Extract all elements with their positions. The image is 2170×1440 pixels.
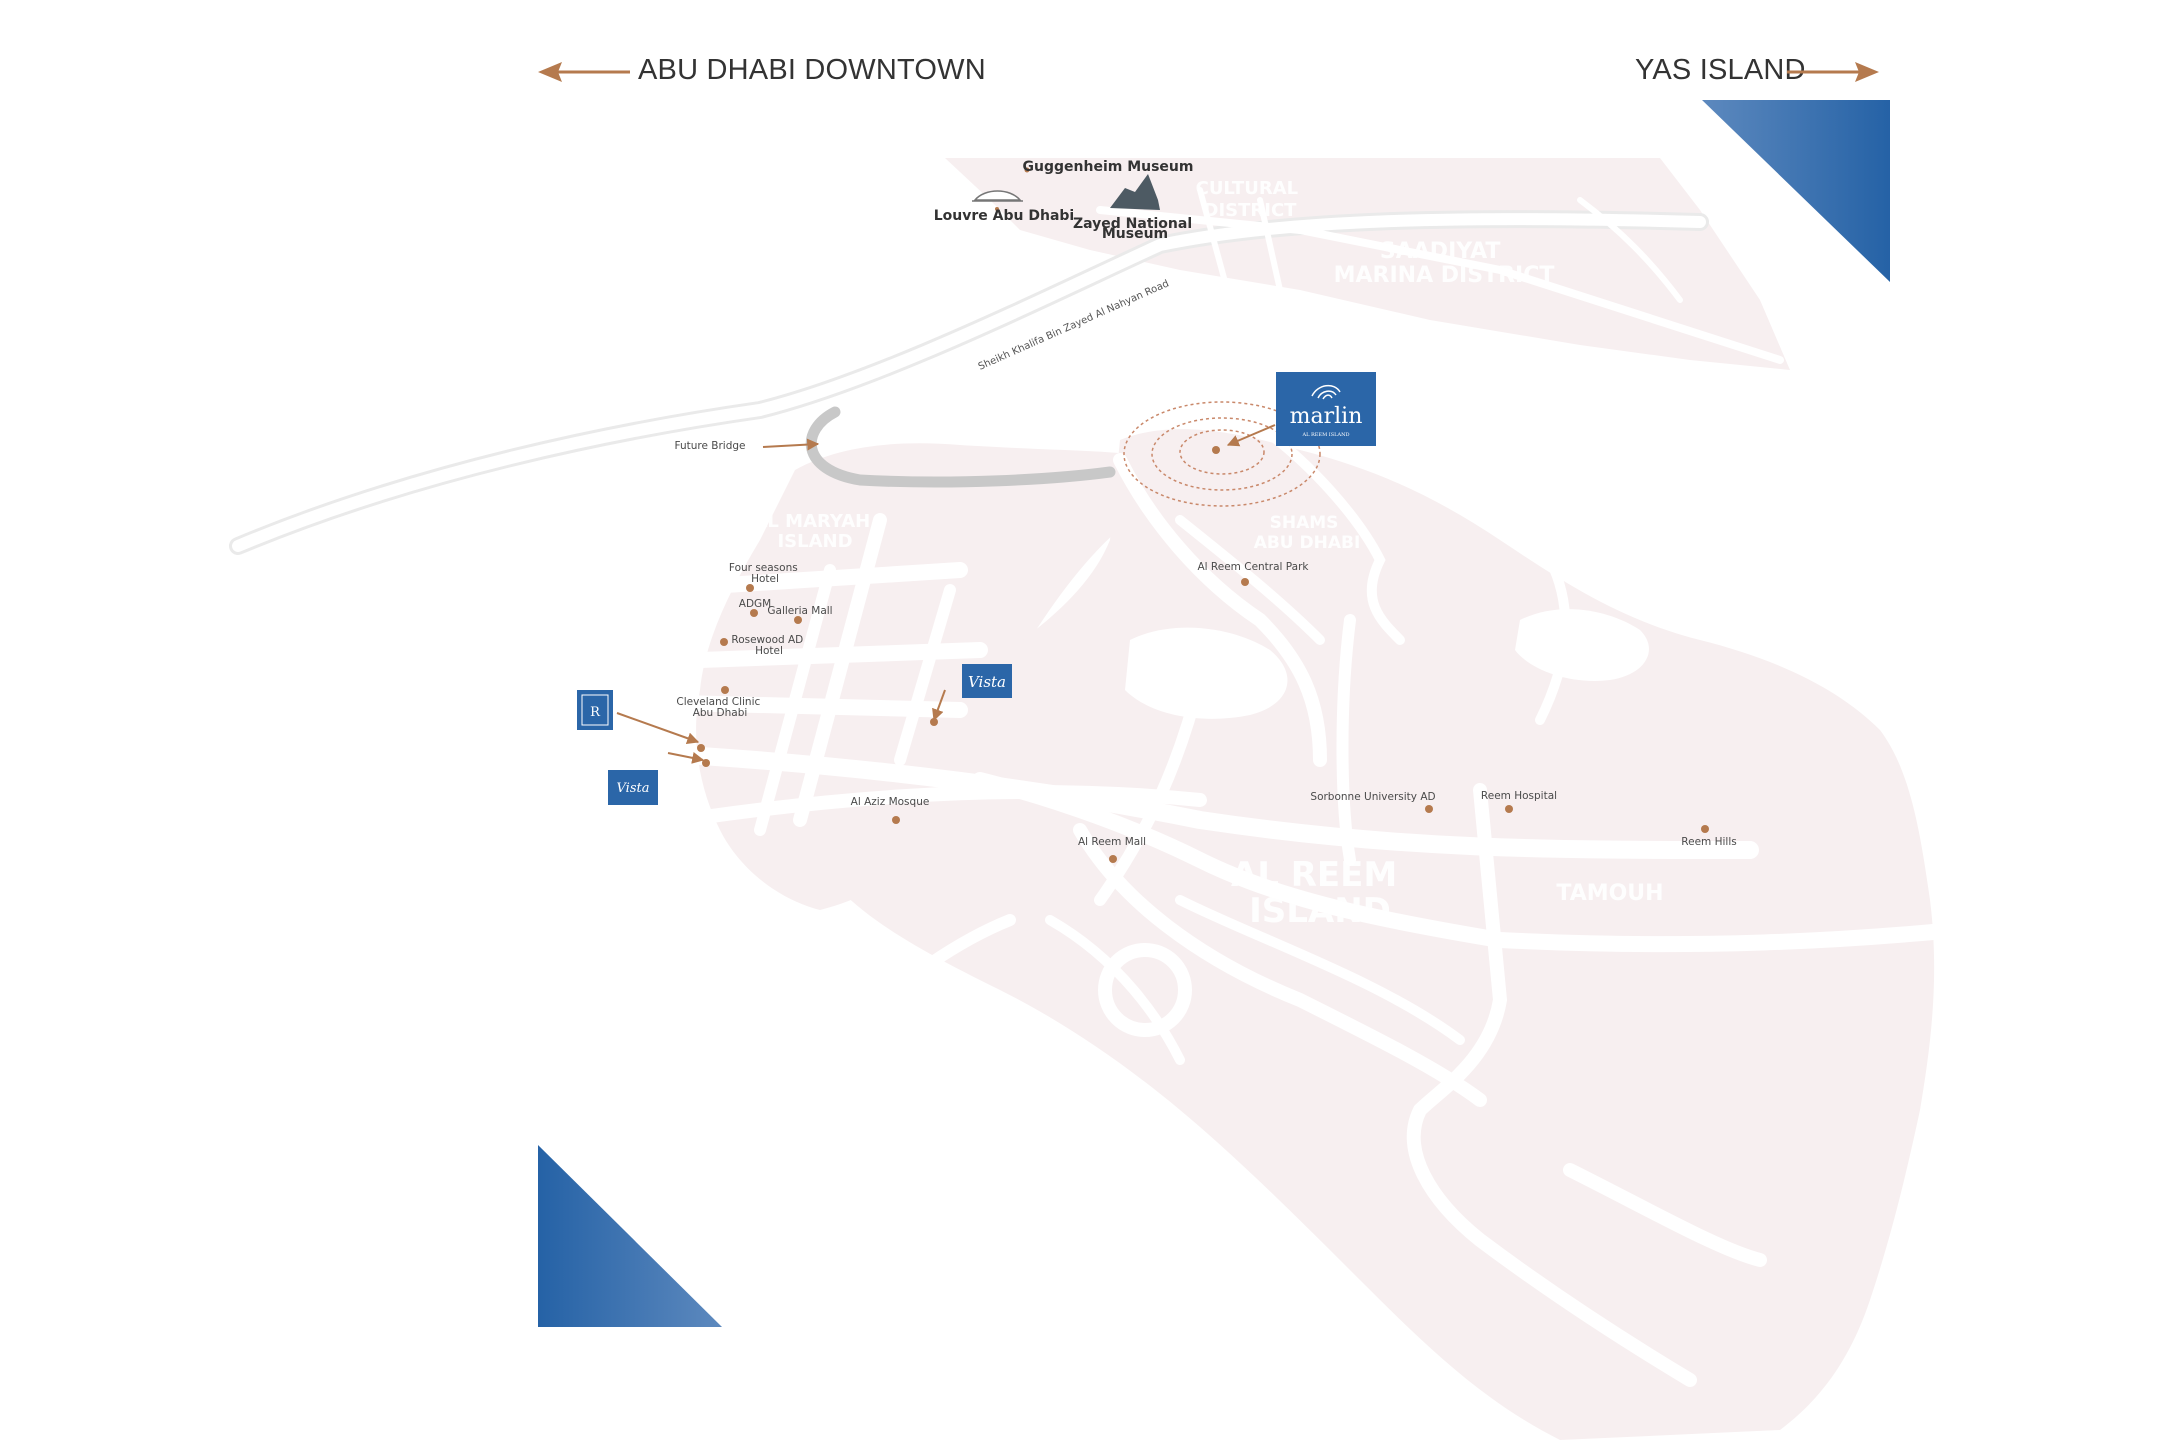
al-reem-land bbox=[825, 429, 1935, 1440]
svg-text:Al Aziz Mosque: Al Aziz Mosque bbox=[851, 796, 930, 808]
marlin-location-dot bbox=[1212, 446, 1220, 454]
svg-text:Reem Hospital: Reem Hospital bbox=[1481, 790, 1557, 802]
poi-sorbonne: Sorbonne University AD bbox=[1310, 791, 1436, 813]
corner-triangle-top-right bbox=[1702, 100, 1890, 282]
svg-text:Reem Hills: Reem Hills bbox=[1681, 836, 1736, 848]
poi-galleria: Galleria Mall bbox=[767, 605, 833, 624]
zayed-museum-icon bbox=[1110, 174, 1160, 210]
vista-small-project-tag[interactable]: Vista bbox=[608, 770, 658, 805]
louvre-dome-icon bbox=[973, 190, 1022, 201]
svg-text:Zayed National Museum: Zayed National Museum bbox=[1073, 216, 1197, 242]
svg-text:AL REEM ISLAND: AL REEM ISLAND bbox=[1301, 432, 1349, 438]
svg-text:R: R bbox=[590, 705, 601, 720]
poi-four-seasons: Four seasons Hotel bbox=[729, 562, 801, 592]
lagoon bbox=[1125, 627, 1288, 719]
r-project-tag[interactable]: R bbox=[577, 690, 613, 730]
poi-rosewood: Rosewood AD Hotel bbox=[720, 634, 806, 657]
future-bridge bbox=[805, 406, 1116, 488]
poi-al-reem-mall: Al Reem Mall bbox=[1078, 836, 1146, 863]
poi-adgm: ADGM bbox=[739, 598, 771, 617]
svg-text:marlin: marlin bbox=[1290, 404, 1363, 429]
svg-text:Galleria Mall: Galleria Mall bbox=[767, 605, 832, 617]
shams-label: SHAMS ABU DHABI bbox=[1254, 513, 1361, 553]
shell-logo-icon bbox=[1311, 384, 1341, 400]
saadiyat-label: SAADIYAT MARINA DISTRICT bbox=[1334, 239, 1555, 288]
cultural-district-label: CULTURAL DISTRICT bbox=[1196, 178, 1305, 221]
svg-text:Vista: Vista bbox=[968, 673, 1006, 691]
poi-al-aziz-mosque: Al Aziz Mosque bbox=[851, 796, 930, 824]
svg-text:Four seasons Hotel: Four seasons Hotel bbox=[729, 562, 801, 585]
poi-reem-hills: Reem Hills bbox=[1681, 825, 1737, 848]
svg-text:Al Reem Mall: Al Reem Mall bbox=[1078, 836, 1146, 848]
louvre-landmark: Louvre Abu Dhabi bbox=[934, 190, 1074, 224]
svg-text:Guggenheim Museum: Guggenheim Museum bbox=[1023, 159, 1194, 175]
left-direction-arrow bbox=[538, 62, 630, 82]
svg-text:Louvre Abu Dhabi: Louvre Abu Dhabi bbox=[934, 208, 1074, 224]
poi-cleveland: Cleveland Clinic Abu Dhabi bbox=[676, 686, 763, 719]
guggenheim-landmark: Guggenheim Museum bbox=[1023, 159, 1194, 175]
svg-text:Vista: Vista bbox=[617, 781, 650, 796]
al-reem-label: AL REEM ISLAND bbox=[1231, 855, 1409, 931]
corner-triangle-bottom-left bbox=[538, 1145, 722, 1327]
abu-dhabi-downtown-label: ABU DHABI DOWNTOWN bbox=[638, 54, 986, 86]
poi-reem-hospital: Reem Hospital bbox=[1481, 790, 1557, 813]
zayed-museum-landmark: Zayed National Museum bbox=[1073, 174, 1197, 242]
svg-text:Al Reem Central Park: Al Reem Central Park bbox=[1197, 561, 1309, 573]
marlin-target-rings bbox=[1123, 401, 1321, 507]
future-bridge-label: Future Bridge bbox=[674, 440, 745, 452]
right-direction-arrow bbox=[1787, 62, 1879, 82]
roads bbox=[229, 187, 1963, 1387]
lagoon bbox=[1515, 609, 1649, 681]
svg-text:ADGM: ADGM bbox=[739, 598, 771, 610]
al-maryah-label: AL MARYAH ISLAND bbox=[754, 511, 877, 552]
marlin-project-tag[interactable]: marlin AL REEM ISLAND bbox=[1276, 372, 1376, 446]
poi-central-park: Al Reem Central Park bbox=[1197, 561, 1309, 586]
svg-text:Cleveland Clinic Abu Dha: Cleveland Clinic Abu Dhabi bbox=[676, 696, 763, 719]
svg-text:Sorbonne University AD: Sorbonne University AD bbox=[1310, 791, 1435, 803]
svg-text:Rosewood AD Hotel: Rosewood AD Hotel bbox=[731, 634, 806, 657]
vista-project-tag[interactable]: Vista bbox=[962, 664, 1012, 698]
tamouh-label: TAMOUH bbox=[1556, 881, 1663, 906]
yas-island-label: YAS ISLAND bbox=[1635, 54, 1806, 86]
